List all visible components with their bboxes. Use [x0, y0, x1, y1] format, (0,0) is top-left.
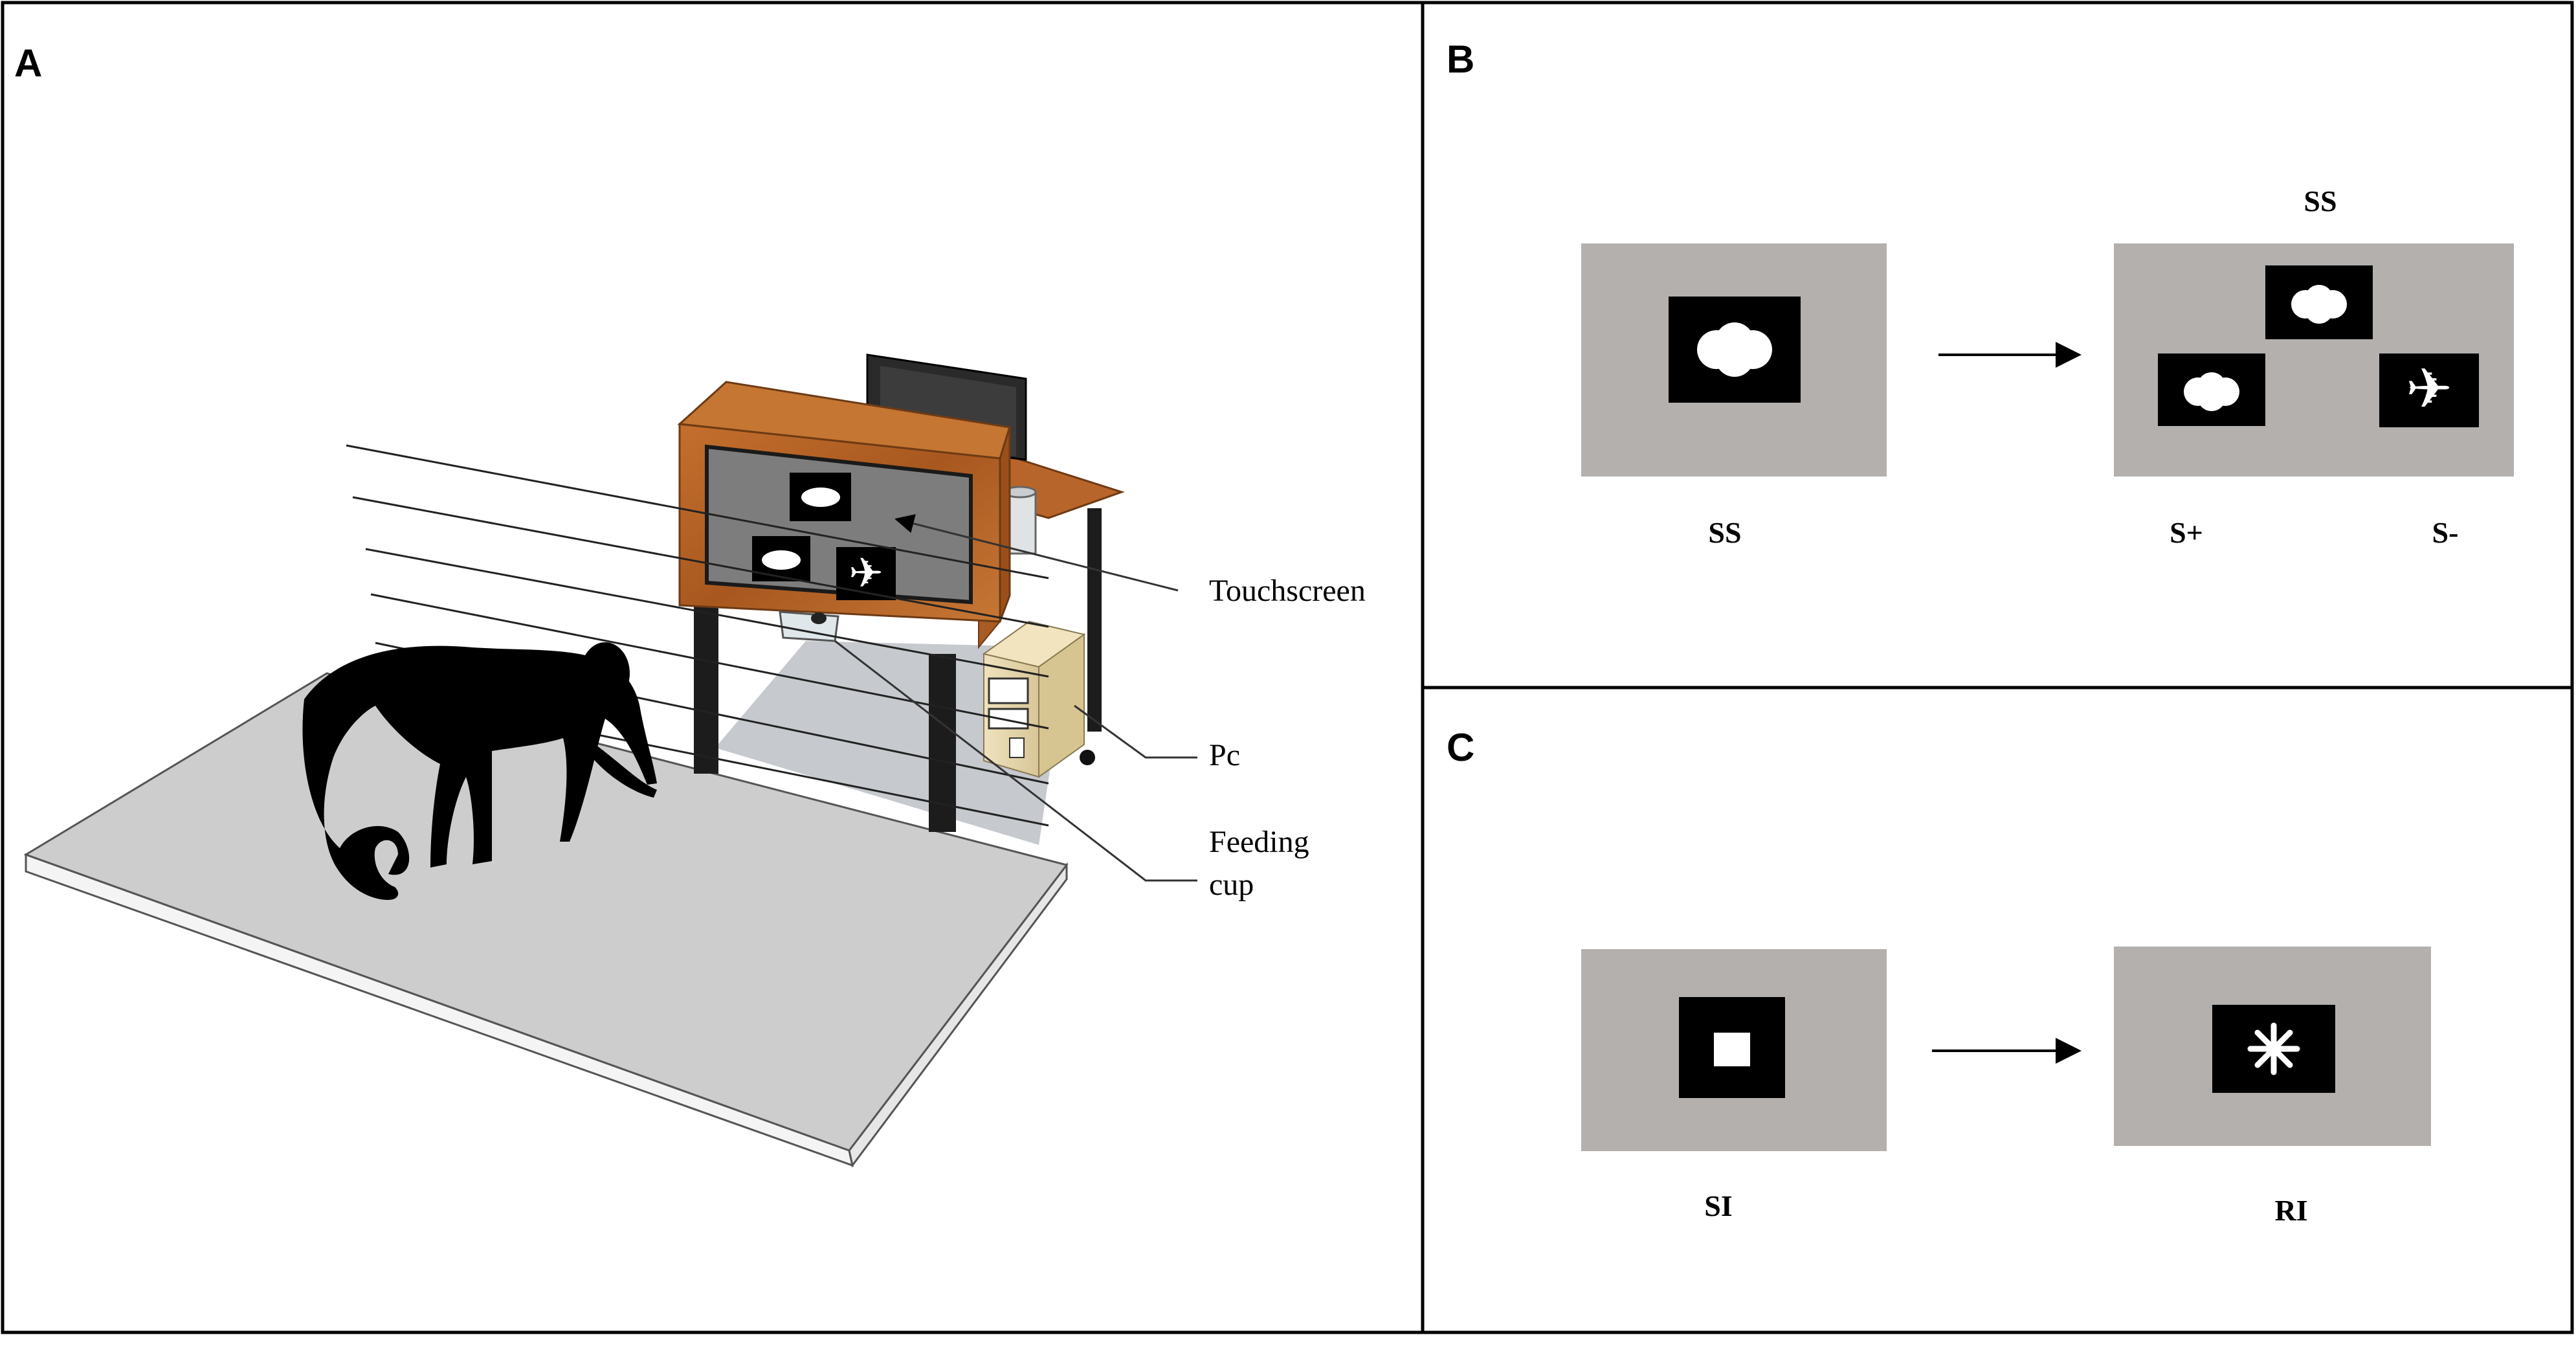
svg-text:✈: ✈ [2406, 358, 2452, 420]
callout-feeding-line2: cup [1209, 868, 1254, 902]
capuchin-monkey [302, 642, 658, 900]
pc-tower [982, 620, 1095, 778]
callout-feeding-line1: Feeding [1209, 825, 1309, 859]
panel-a: A [14, 41, 1366, 1168]
svg-text:✈: ✈ [849, 550, 883, 596]
label-ss-sample: SS [1708, 516, 1741, 549]
label-ri: RI [2274, 1194, 2307, 1227]
panel-label-b: B [1447, 38, 1474, 81]
label-s-plus: S+ [2170, 516, 2203, 549]
label-ss-top: SS [2304, 185, 2337, 218]
cage-bars [346, 444, 1049, 827]
table-legs [694, 508, 1102, 832]
reward-image-screen [2114, 947, 2431, 1146]
floor-platform [23, 672, 1069, 1168]
callout-touchscreen: Touchscreen [1209, 574, 1366, 608]
sample-screen [1581, 243, 1887, 477]
panel-c: C SI RI [1447, 726, 2431, 1227]
panel-b: B [1447, 38, 2514, 549]
callout-lines [834, 514, 1197, 882]
choice-screen: ✈ [2114, 243, 2514, 477]
label-s-minus: S- [2432, 516, 2459, 549]
callout-pc: Pc [1209, 738, 1240, 772]
sample-image-screen [1581, 949, 1887, 1151]
panel-label-c: C [1447, 726, 1474, 769]
label-si: SI [1704, 1189, 1732, 1222]
table-floor-shadow [715, 641, 1068, 845]
panel-label-a: A [14, 41, 42, 85]
